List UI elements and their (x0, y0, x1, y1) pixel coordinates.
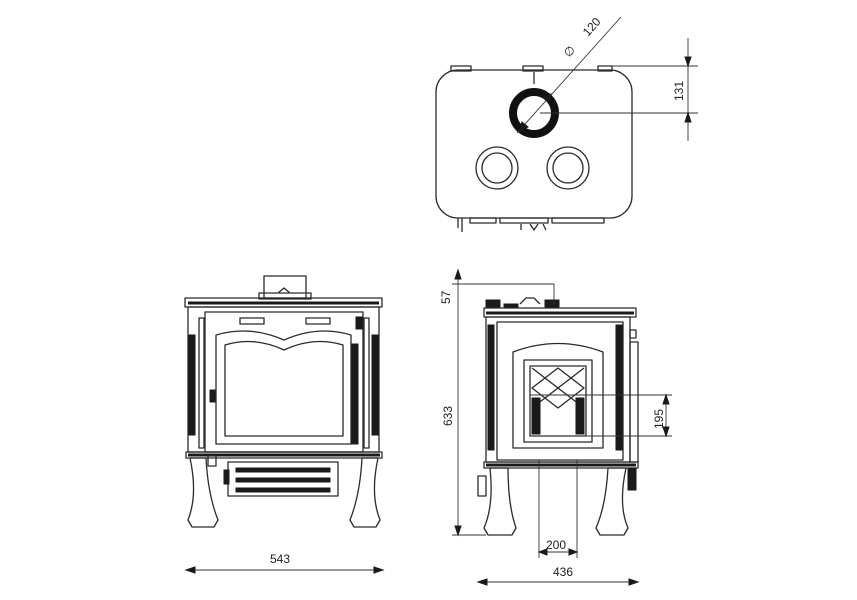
side-window-bar (531, 397, 541, 435)
side-front-handle (477, 475, 487, 497)
side-top-flue (519, 297, 541, 305)
top-view: ∅ 120 131 (435, 15, 698, 232)
arrow-head (519, 121, 529, 132)
side-rear-bracket (627, 467, 637, 491)
inner-height-label: 195 (652, 409, 666, 429)
side-window-bar (575, 397, 585, 435)
air-vent-left (239, 317, 265, 325)
inner-width-label: 200 (546, 538, 566, 552)
base-plate (185, 451, 383, 459)
side-rib-left (188, 334, 196, 436)
arrow-head (628, 578, 640, 586)
side-top-block (544, 299, 560, 309)
side-leg-back (595, 467, 629, 536)
arrow-head (662, 393, 670, 405)
diameter-symbol: ∅ (561, 43, 578, 60)
front-width-label: 543 (270, 552, 290, 566)
air-control-knob (355, 316, 363, 330)
top-view-handle (457, 218, 463, 232)
side-column-right (363, 317, 370, 449)
side-view: 633 57 195 200 436 (439, 268, 672, 586)
side-window-lattice (531, 367, 585, 409)
arrow-head (373, 566, 385, 574)
arrow-head (542, 93, 552, 103)
ash-drawer-slot (235, 467, 331, 473)
ash-drawer-slot (235, 477, 331, 483)
base-bolt (207, 455, 217, 467)
top-view-grate-detail (520, 223, 547, 231)
hotplate-right-inner (552, 152, 584, 184)
side-rear-shield (629, 341, 639, 463)
front-panel (204, 311, 364, 453)
flue-collar-base (258, 292, 312, 300)
total-height-label: 633 (441, 406, 455, 426)
arrow-head (454, 268, 462, 280)
side-depth-label: 436 (553, 565, 573, 579)
front-view: 543 (184, 275, 385, 574)
side-panel (496, 321, 624, 461)
door-handle-side (351, 343, 359, 445)
top-view-tab (450, 65, 472, 72)
side-window-glass (523, 359, 593, 443)
leg-left (187, 457, 219, 528)
arrow-head (568, 548, 579, 556)
side-rib-back (615, 324, 623, 451)
flue-collar-detail (277, 287, 291, 294)
air-vent-right (305, 317, 331, 325)
side-top-block (485, 299, 501, 309)
door-hinge (209, 389, 216, 403)
flue-diameter-leader (516, 16, 622, 134)
flue-diameter-label: 120 (580, 15, 604, 39)
side-window-frame (512, 342, 604, 449)
side-body (485, 316, 631, 463)
hotplate-right-outer (546, 146, 590, 190)
leg-right (349, 457, 381, 528)
hotplate-left-inner (481, 152, 513, 184)
hotplate-left-outer (475, 146, 519, 190)
arrow-head (537, 548, 548, 556)
arrow-head (454, 525, 462, 537)
flue-collar-front (263, 275, 307, 299)
arrow-head (662, 426, 670, 438)
arrow-head (684, 56, 692, 68)
side-rib-front (487, 324, 495, 451)
top-view-front-detail (469, 217, 497, 224)
arrow-head (684, 111, 692, 123)
side-base-plate (483, 461, 639, 469)
ash-drawer-slot (235, 487, 331, 493)
flue-offset-label: 131 (672, 81, 686, 101)
door-glass (224, 340, 344, 437)
ash-drawer-handle (223, 469, 230, 485)
side-flange (629, 329, 637, 339)
top-view-tab (597, 65, 613, 72)
top-offset-label: 57 (439, 290, 453, 304)
side-column-left (198, 317, 205, 449)
side-rib-right (371, 334, 379, 436)
top-view-front-detail (499, 217, 549, 224)
side-leg-front (483, 467, 517, 536)
top-view-tab (522, 65, 544, 72)
door-frame (215, 330, 352, 445)
top-view-front-detail (551, 217, 605, 224)
arrow-head (476, 578, 488, 586)
arrow-head (184, 566, 196, 574)
